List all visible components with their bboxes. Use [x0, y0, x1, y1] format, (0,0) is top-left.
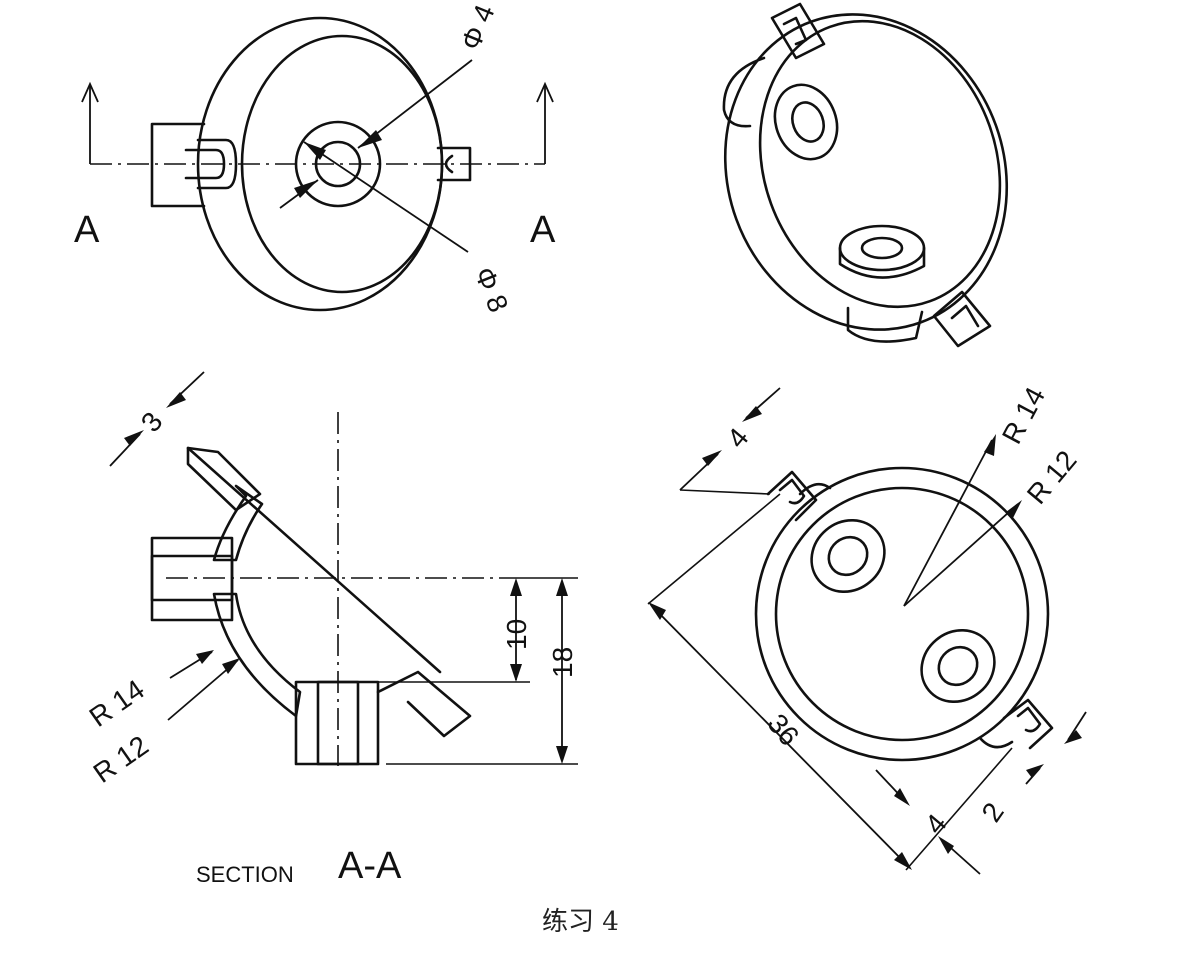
- dim2-arrow-b: [1064, 730, 1082, 744]
- front-view: A A Φ 4 Φ 8: [74, 0, 556, 316]
- dim2-arrow-a: [1026, 764, 1044, 778]
- dim4-bottom-arrow-b: [938, 836, 954, 854]
- dim4-top-ext-a: [679, 489, 771, 495]
- top-dim-tab-lower-label: 4: [919, 808, 953, 840]
- section-title-prefix: SECTION: [196, 862, 294, 887]
- top-hole-lower-inner: [937, 645, 979, 687]
- dim3-arrow-right: [166, 392, 186, 408]
- iso-bottom-tab-slot: [950, 304, 980, 328]
- section-arrow-right-head: [536, 81, 554, 103]
- section-arrow-left-head: [81, 81, 99, 103]
- section-bottom-boss: [294, 680, 380, 766]
- top-hole-lower-outer: [920, 628, 996, 704]
- section-rim-right: [376, 670, 472, 738]
- dim36-line: [651, 605, 909, 867]
- exercise-caption: 练习 4: [542, 907, 619, 937]
- iso-lower-hole-inner: [860, 236, 904, 260]
- isometric-view: [722, 2, 1009, 348]
- dim10-arrow-bottom: [510, 664, 522, 682]
- dim-10-label: 10: [501, 619, 532, 650]
- iso-top-tab: [770, 2, 826, 60]
- dim36-arrow-lower: [894, 852, 912, 870]
- iso-bottom-boss: [846, 306, 924, 343]
- top-boss-upper: [798, 482, 832, 496]
- front-left-tab: [196, 138, 238, 190]
- top-hole-upper-outer: [810, 518, 886, 594]
- top-dim-slot-label: 2: [976, 797, 1010, 828]
- section-left-boss: [150, 536, 234, 622]
- dim-phi8-arrow: [304, 142, 326, 160]
- dim3-arrow-left: [124, 430, 144, 446]
- dim-phi8-leader: [303, 141, 469, 253]
- top-hole-upper-inner: [827, 535, 869, 577]
- section-mark-right: A: [530, 209, 556, 251]
- section-wall-lower: [212, 592, 302, 718]
- dim18-arrow-bottom: [556, 746, 568, 764]
- dim4-top-arrow-a: [702, 450, 722, 466]
- top-r14-leader: [903, 439, 993, 607]
- iso-bottom-tab: [932, 290, 992, 348]
- front-left-slot: [184, 148, 226, 180]
- iso-upper-hole-inner: [791, 101, 825, 143]
- top-view: R 14 R 12 4 36 4 2: [647, 382, 1087, 875]
- top-r14-label: R 14: [996, 382, 1051, 449]
- top-dim-tab-upper-label: 4: [721, 422, 755, 454]
- iso-top-tab-slot: [782, 16, 808, 46]
- top-dim-36-label: 36: [761, 708, 805, 752]
- top-r12-leader: [903, 503, 1019, 607]
- dim-r12-arrow: [222, 658, 240, 674]
- section-view: 3 10 18 R 14 R 12 SECTION A-A: [84, 371, 578, 887]
- top-tab-upper-slot: [778, 478, 806, 505]
- dim36-arrow-upper: [648, 602, 666, 620]
- iso-side-boss: [722, 56, 766, 128]
- dim-r14-label: R 14: [84, 674, 150, 733]
- section-title-main: A-A: [338, 845, 402, 887]
- iso-inner-rim: [758, 19, 1002, 309]
- top-tab-lower-slot: [1016, 706, 1042, 733]
- top-boss-lower: [978, 736, 1014, 749]
- dim-phi4-label: Φ 4: [455, 0, 501, 54]
- iso-outer-rim: [723, 13, 1009, 331]
- top-tab-upper: [766, 470, 818, 522]
- top-inner-circle: [774, 486, 1030, 742]
- iso-lower-hole-outer: [838, 224, 926, 272]
- section-mark-left: A: [74, 209, 100, 251]
- dim18-arrow-top: [556, 578, 568, 596]
- top-r12-label: R 12: [1021, 445, 1083, 510]
- iso-upper-hole-outer: [773, 83, 839, 161]
- front-right-slot: [444, 154, 454, 174]
- top-outer-circle: [754, 466, 1050, 762]
- dim10-arrow-top: [510, 578, 522, 596]
- dim-phi8-label: Φ 8: [468, 263, 514, 317]
- dim4-bottom-arrow-a: [894, 788, 910, 806]
- dim36-extension-lower: [905, 747, 1013, 871]
- section-diagonal-face: [186, 446, 442, 674]
- iso-lower-hole-side: [838, 246, 926, 279]
- dim-phi4-arrow-b: [294, 180, 318, 198]
- dim-phi4-arrow: [358, 130, 382, 148]
- dim36-extension-upper: [647, 493, 781, 605]
- dim4-top-arrow-b: [742, 406, 762, 422]
- dim-r12-label: R 12: [88, 730, 154, 789]
- front-left-boss: [150, 122, 206, 208]
- top-r14-arrow: [984, 434, 996, 456]
- dim-18-label: 18: [547, 647, 578, 678]
- dim-r14-arrow: [196, 650, 214, 664]
- top-r12-arrow: [1006, 500, 1022, 520]
- dim2-leader-b: [1067, 711, 1087, 741]
- top-tab-lower: [1002, 698, 1054, 750]
